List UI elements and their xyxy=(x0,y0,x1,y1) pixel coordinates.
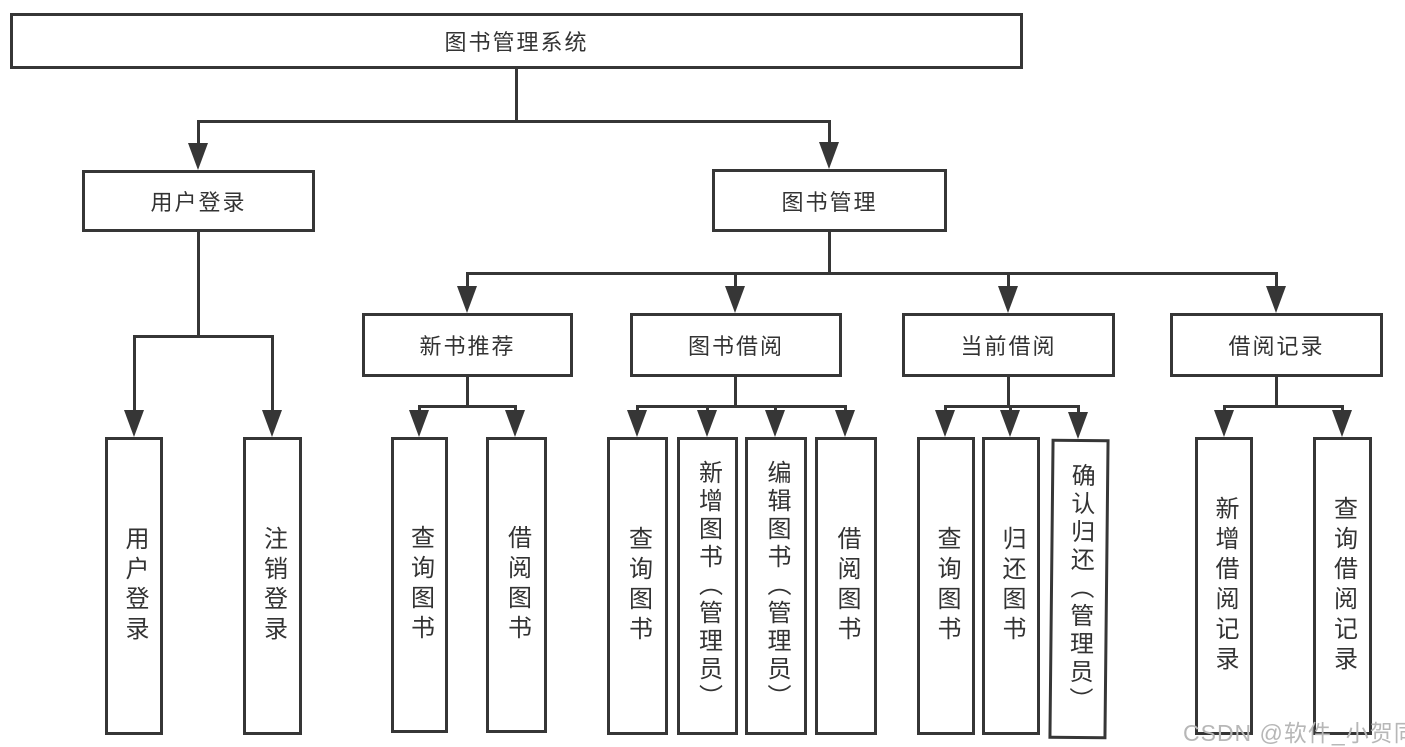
arrow-down-icon xyxy=(725,286,745,313)
connector-line xyxy=(197,120,200,145)
connector-line xyxy=(1077,405,1080,413)
node-current-borrow: 当前借阅 xyxy=(902,313,1115,377)
connector-line xyxy=(197,232,200,336)
leaf-label: 借阅图书 xyxy=(503,525,531,645)
arrow-down-icon xyxy=(188,143,208,170)
arrow-down-icon xyxy=(697,410,717,437)
node-borrow-record-label: 借阅记录 xyxy=(1228,334,1325,359)
connector-line xyxy=(844,405,847,413)
leaf-label: 查询借阅记录 xyxy=(1329,496,1357,676)
leaf-label: 新增借阅记录 xyxy=(1211,496,1238,676)
connector-line xyxy=(944,405,947,413)
leaf-query-books: 查询图书 xyxy=(607,437,668,735)
connector-line xyxy=(1007,272,1010,288)
node-current-borrow-label: 当前借阅 xyxy=(960,334,1057,359)
connector-line xyxy=(466,272,469,288)
arrow-down-icon xyxy=(998,286,1018,313)
leaf-label: 确认归还（管理员） xyxy=(1064,462,1095,716)
leaf-borrow-books: 借阅图书 xyxy=(486,437,547,733)
leaf-borrow-books: 借阅图书 xyxy=(815,437,877,735)
arrow-down-icon xyxy=(124,410,144,437)
arrow-down-icon xyxy=(262,410,282,437)
connector-line xyxy=(1009,405,1012,413)
connector-line xyxy=(1341,405,1344,413)
connector-line xyxy=(636,405,846,408)
connector-line xyxy=(828,232,831,274)
leaf-query-books: 查询图书 xyxy=(391,437,448,733)
arrow-down-icon xyxy=(765,410,785,437)
leaf-label: 用户登录 xyxy=(121,526,148,646)
node-book-management-label: 图书管理 xyxy=(781,189,878,215)
leaf-label: 编辑图书（管理员） xyxy=(763,460,790,712)
leaf-label: 注销登录 xyxy=(259,526,287,646)
connector-line xyxy=(466,377,469,408)
arrow-down-icon xyxy=(1000,410,1020,437)
node-new-book-recommend: 新书推荐 xyxy=(362,313,573,377)
connector-line xyxy=(944,405,1080,408)
leaf-query-books: 查询图书 xyxy=(917,437,975,735)
arrow-down-icon xyxy=(457,286,477,313)
node-new-book-recommend-label: 新书推荐 xyxy=(419,334,516,359)
leaf-logout: 注销登录 xyxy=(243,437,302,735)
connector-line xyxy=(734,377,737,408)
arrow-down-icon xyxy=(1266,286,1286,313)
connector-line xyxy=(1223,405,1226,413)
connector-line xyxy=(706,405,709,413)
arrow-down-icon xyxy=(505,410,525,437)
leaf-label: 查询图书 xyxy=(406,525,434,645)
connector-line xyxy=(734,272,737,288)
leaf-label: 借阅图书 xyxy=(833,526,860,646)
connector-line xyxy=(466,272,1278,275)
node-book-borrow: 图书借阅 xyxy=(630,313,842,377)
arrow-down-icon xyxy=(935,410,955,437)
connector-line xyxy=(828,120,831,145)
watermark: CSDN @软件_小贺同学 xyxy=(1183,720,1405,746)
connector-line xyxy=(1275,272,1278,288)
node-user-login: 用户登录 xyxy=(82,170,315,232)
leaf-edit-books-admin: 编辑图书（管理员） xyxy=(745,437,807,735)
connector-line xyxy=(1007,377,1010,408)
connector-line xyxy=(514,405,517,413)
leaf-add-books-admin: 新增图书（管理员） xyxy=(677,437,738,735)
connector-line xyxy=(133,335,136,411)
leaf-add-borrow-record: 新增借阅记录 xyxy=(1195,437,1253,735)
node-book-management: 图书管理 xyxy=(712,169,947,232)
leaf-user-login: 用户登录 xyxy=(105,437,163,735)
arrow-down-icon xyxy=(627,410,647,437)
node-user-login-label: 用户登录 xyxy=(150,190,247,215)
connector-line xyxy=(1223,405,1343,408)
leaf-label: 查询图书 xyxy=(933,526,960,646)
arrow-down-icon xyxy=(835,410,855,437)
leaf-label: 查询图书 xyxy=(624,526,652,646)
leaf-query-borrow-record: 查询借阅记录 xyxy=(1313,437,1372,735)
connector-line xyxy=(133,335,274,338)
node-root-label: 图书管理系统 xyxy=(444,30,589,55)
leaf-confirm-return-admin: 确认归还（管理员） xyxy=(1048,438,1110,740)
leaf-label: 归还图书 xyxy=(998,526,1025,646)
leaf-label: 新增图书（管理员） xyxy=(694,460,722,712)
connector-line xyxy=(1275,377,1278,408)
connector-line xyxy=(197,120,830,123)
connector-line xyxy=(271,335,274,411)
node-borrow-record: 借阅记录 xyxy=(1170,313,1383,377)
connector-line xyxy=(418,405,517,408)
connector-line xyxy=(774,405,777,413)
node-book-borrow-label: 图书借阅 xyxy=(687,334,784,359)
connector-line xyxy=(418,405,421,413)
arrow-down-icon xyxy=(1068,412,1088,439)
arrow-down-icon xyxy=(1214,410,1234,437)
arrow-down-icon xyxy=(819,142,839,169)
leaf-return-books: 归还图书 xyxy=(982,437,1040,735)
connector-line xyxy=(515,68,518,121)
connector-line xyxy=(636,405,639,413)
arrow-down-icon xyxy=(409,410,429,437)
arrow-down-icon xyxy=(1332,410,1352,437)
node-root: 图书管理系统 xyxy=(10,13,1023,69)
